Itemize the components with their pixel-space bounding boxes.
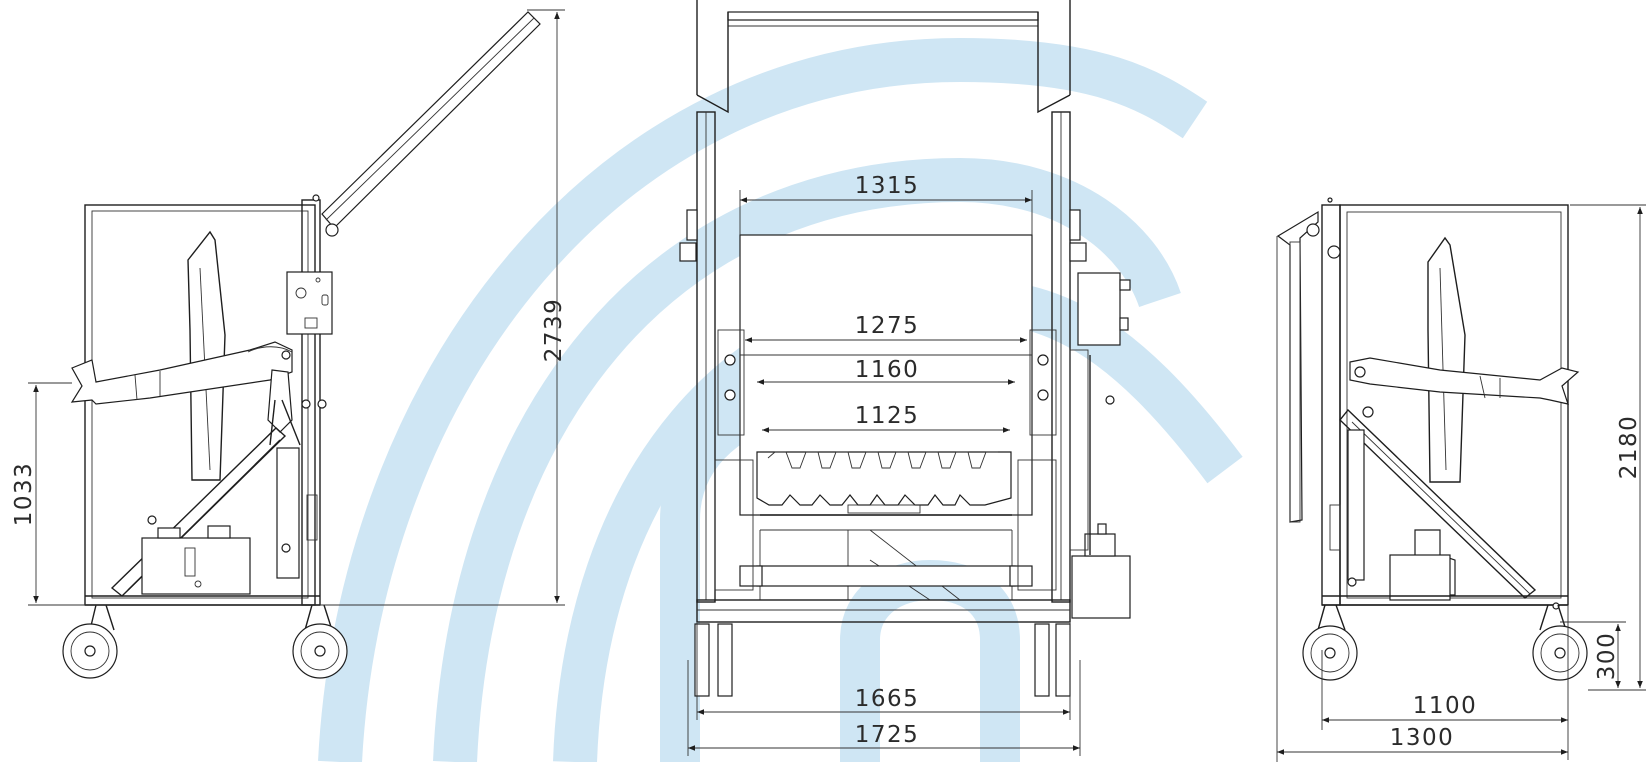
dim-front-1125: 1125 (762, 403, 1010, 433)
dim-front-1275: 1275 (745, 313, 1027, 343)
dim-back-300: 300 (1594, 624, 1621, 688)
dim-label-2180: 2180 (1616, 415, 1642, 480)
dim-label-300: 300 (1594, 632, 1620, 680)
dim-label-1033: 1033 (11, 462, 37, 527)
dim-back-1300: 1300 (1277, 725, 1568, 755)
dim-label-1300: 1300 (1390, 725, 1455, 751)
dim-side-total-height: 2739 (541, 12, 567, 603)
side-view (28, 9, 565, 679)
dim-label-1665: 1665 (855, 686, 920, 712)
dim-back-1100: 1100 (1322, 693, 1568, 723)
dim-label-1160: 1160 (855, 357, 920, 383)
dim-label-2739: 2739 (541, 298, 567, 363)
watermark-arc-outer (318, 37, 1208, 762)
back-view (1276, 197, 1646, 762)
watermark-arc-2 (433, 157, 1181, 762)
dim-label-1315: 1315 (855, 173, 920, 199)
dim-front-1725: 1725 (687, 660, 1081, 756)
dim-label-1725: 1725 (855, 722, 920, 748)
dim-front-1160: 1160 (757, 357, 1015, 385)
dim-back-2180: 2180 (1616, 207, 1643, 688)
dim-side-fork-height: 1033 (11, 385, 39, 603)
dim-front-1665: 1665 (696, 623, 1071, 720)
dim-label-1125: 1125 (855, 403, 920, 429)
dim-front-1315: 1315 (739, 173, 1033, 235)
dim-label-1100: 1100 (1413, 693, 1478, 719)
dim-label-1275: 1275 (855, 313, 920, 339)
front-view (679, 0, 1131, 697)
